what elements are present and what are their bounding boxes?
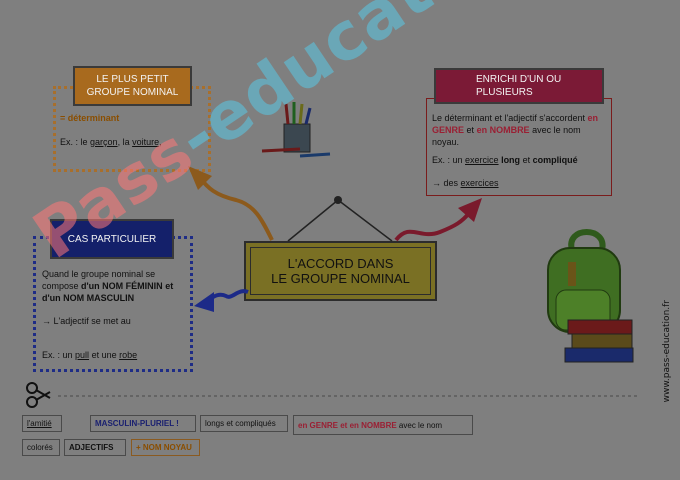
enriched-rule-genre: en GENRE bbox=[432, 113, 599, 135]
smallest-group-title: LE PLUS PETIT GROUPE NOMINAL bbox=[73, 66, 192, 106]
enriched-title-line2: PLUSIEURS bbox=[476, 87, 533, 98]
enriched-rule-end: avec le nom noyau. bbox=[432, 125, 581, 147]
special-ex-mid: et une bbox=[91, 350, 117, 360]
center-title-line1: L'ACCORD DANS bbox=[287, 256, 394, 271]
enriched-plural: → des exercices bbox=[432, 178, 499, 188]
arrow-to-smallest bbox=[198, 176, 274, 241]
special-case-rule: Quand le groupe nominal se compose d'un … bbox=[42, 268, 182, 304]
special-ex-word1: pull bbox=[75, 350, 90, 360]
enriched-ex-mid: et bbox=[522, 155, 531, 165]
backpack-icon bbox=[547, 229, 621, 333]
books-icon bbox=[564, 319, 634, 363]
special-ex-prefix: Ex. : un bbox=[42, 350, 73, 360]
center-title-sign: L'ACCORD DANS LE GROUPE NOMINAL bbox=[244, 241, 437, 301]
enriched-rule-nombre: en NOMBRE bbox=[476, 125, 530, 135]
tag-adjectifs[interactable]: ADJECTIFS bbox=[64, 439, 126, 456]
enriched-ex-word3: compliqué bbox=[532, 155, 578, 165]
pencil-cup-icon bbox=[261, 102, 331, 158]
smallest-ex-sep: , la bbox=[117, 137, 130, 147]
special-rule-a: Quand le groupe nominal se compose bbox=[42, 269, 156, 291]
smallest-ex-end: , bbox=[159, 137, 162, 147]
special-rule-masculine: d'un NOM MASCULIN bbox=[42, 293, 135, 303]
smallest-ex-word1: garçon bbox=[90, 137, 118, 147]
enriched-rule: Le déterminant et l'adjectif s'accordent… bbox=[432, 112, 608, 148]
center-title-line2: LE GROUPE NOMINAL bbox=[271, 271, 410, 286]
arrow-to-enriched bbox=[394, 210, 472, 242]
center-title-inner: L'ACCORD DANS LE GROUPE NOMINAL bbox=[250, 247, 431, 295]
tag-genre-nombre-red: en GENRE et en NOMBRE bbox=[298, 420, 397, 430]
tag-longs-compliques[interactable]: longs et compliqués bbox=[200, 415, 288, 432]
special-ex-word2: robe bbox=[119, 350, 138, 360]
arrow-head-smallest bbox=[188, 166, 212, 190]
enriched-ex-word2: long bbox=[501, 155, 521, 165]
special-case-title: CAS PARTICULIER bbox=[50, 219, 174, 259]
arrow-head-special bbox=[194, 292, 214, 312]
scissors-icon bbox=[26, 382, 51, 408]
tag-genre-nombre[interactable]: en GENRE et en NOMBRE avec le nom bbox=[293, 415, 473, 435]
enriched-title-line1: ENRICHI D'UN OU bbox=[476, 74, 562, 85]
tag-colores[interactable]: colorés bbox=[22, 439, 60, 456]
enriched-example: Ex. : un exercice long et compliqué bbox=[432, 155, 578, 165]
smallest-definition: = déterminant bbox=[60, 113, 120, 123]
tag-colores-text: colorés bbox=[27, 443, 53, 452]
special-rule-feminine: d'un NOM FÉMININ bbox=[81, 281, 163, 291]
tag-lamitie[interactable]: l'amitié bbox=[22, 415, 62, 432]
tag-nom-noyau-text: + NOM NOYAU bbox=[136, 443, 192, 452]
tag-adjectifs-text: ADJECTIFS bbox=[69, 443, 114, 452]
special-rule-and: et bbox=[165, 281, 174, 291]
enriched-ex-prefix: Ex. : un bbox=[432, 155, 463, 165]
enriched-group-title: ENRICHI D'UN OU PLUSIEURS bbox=[434, 68, 604, 104]
enriched-plural-word: exercices bbox=[460, 178, 499, 188]
smallest-ex-prefix: Ex. : le bbox=[60, 137, 88, 147]
enriched-plural-pre: → des bbox=[432, 178, 459, 188]
enriched-rule-and: et bbox=[466, 125, 475, 135]
tag-masculin-pluriel-text: MASCULIN-PLURIEL ! bbox=[95, 419, 179, 428]
tag-lamitie-text: l'amitié bbox=[27, 419, 52, 428]
tag-longs-compliques-text: longs et compliqués bbox=[205, 419, 276, 428]
special-case-example: Ex. : un pull et une robe bbox=[42, 350, 137, 360]
smallest-ex-word2: voiture bbox=[132, 137, 160, 147]
smallest-title-line1: LE PLUS PETIT bbox=[96, 74, 169, 85]
enriched-ex-word1: exercice bbox=[465, 155, 499, 165]
enriched-rule-a: Le déterminant et l'adjectif s'accordent bbox=[432, 113, 586, 123]
arrow-head-enriched bbox=[458, 198, 482, 222]
smallest-example: Ex. : le garçon, la voiture, bbox=[60, 137, 162, 147]
tag-genre-nombre-end: avec le nom bbox=[398, 420, 443, 430]
tag-masculin-pluriel[interactable]: MASCULIN-PLURIEL ! bbox=[90, 415, 196, 432]
special-case-consequence: → L'adjectif se met au bbox=[42, 316, 131, 326]
tag-nom-noyau[interactable]: + NOM NOYAU bbox=[131, 439, 200, 456]
smallest-title-line2: GROUPE NOMINAL bbox=[86, 87, 179, 98]
